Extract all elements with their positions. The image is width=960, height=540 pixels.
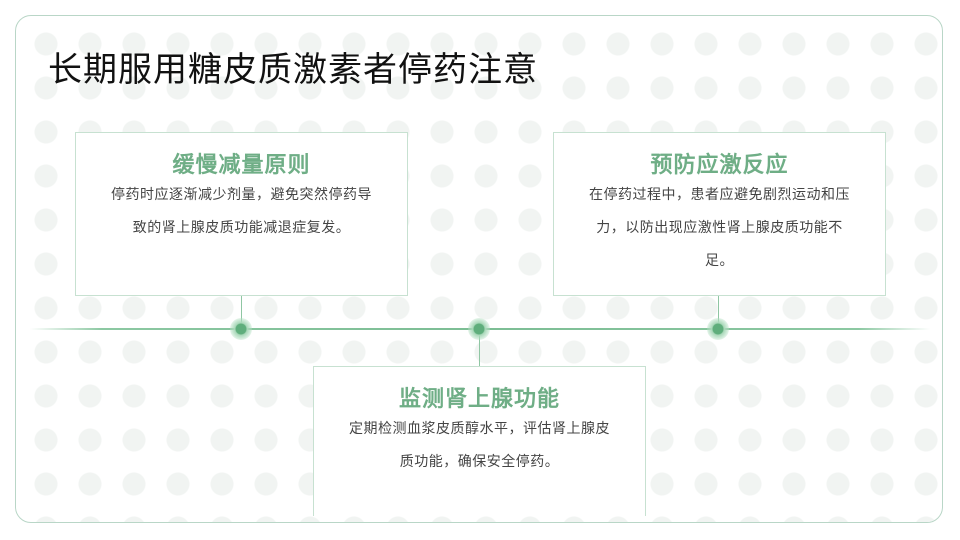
page-title: 长期服用糖皮质激素者停药注意 — [48, 50, 538, 90]
card-text: 停药时应逐渐减少剂量，避免突然停药导致的肾上腺皮质功能减退症复发。 — [111, 187, 372, 236]
card-taper-principle: 缓慢减量原则 停药时应逐渐减少剂量，避免突然停药导致的肾上腺皮质功能减退症复发。 — [75, 132, 408, 296]
card-connector — [479, 329, 480, 366]
card-connector — [718, 295, 719, 329]
card-heading: 预防应激反应 — [650, 152, 789, 178]
timeline-node — [468, 318, 490, 340]
timeline-node — [230, 318, 252, 340]
card-connector — [241, 295, 242, 329]
card-text: 在停药过程中，患者应避免剧烈运动和压力，以防出现应激性肾上腺皮质功能不足。 — [589, 187, 850, 269]
card-text: 定期检测血浆皮质醇水平，评估肾上腺皮质功能，确保安全停药。 — [349, 421, 610, 470]
card-adrenal-monitoring: 监测肾上腺功能 定期检测血浆皮质醇水平，评估肾上腺皮质功能，确保安全停药。 — [313, 366, 646, 516]
timeline-node — [707, 318, 729, 340]
card-heading: 监测肾上腺功能 — [398, 386, 560, 412]
card-heading: 缓慢减量原则 — [172, 152, 311, 178]
card-stress-prevention: 预防应激反应 在停药过程中，患者应避免剧烈运动和压力，以防出现应激性肾上腺皮质功… — [553, 132, 886, 296]
